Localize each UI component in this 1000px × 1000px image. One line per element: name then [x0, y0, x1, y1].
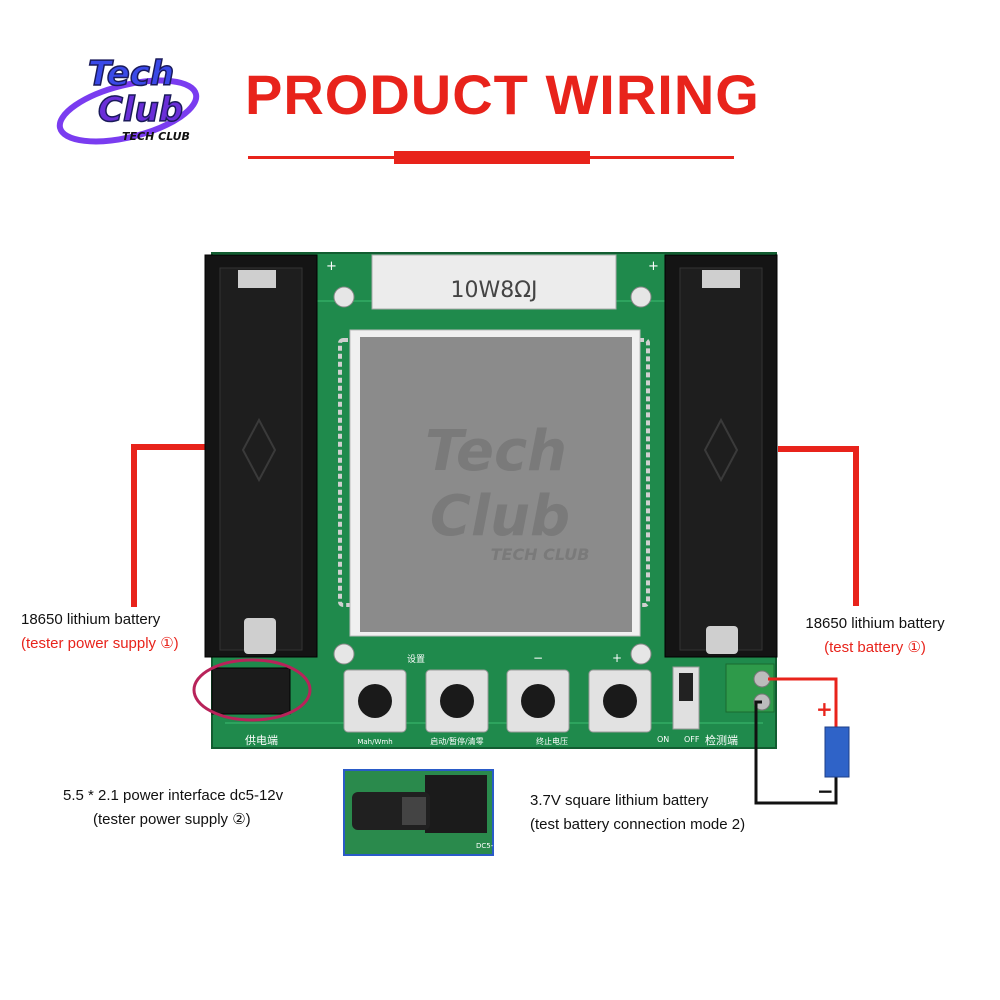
button-label-start: 启动/暂停/清零	[430, 736, 483, 746]
button-top-label-set: 设置	[407, 654, 425, 665]
power-port-label: 供电端	[245, 733, 278, 747]
square-battery-positive-wire	[768, 677, 838, 727]
left-battery-label: 18650 lithium battery (tester power supp…	[21, 608, 179, 656]
right-battery-label: 18650 lithium battery (test battery ①)	[780, 612, 970, 660]
button-label-mah: Mah/Wmh	[357, 738, 392, 746]
plus-mark-right: +	[648, 259, 659, 274]
mount-hole	[333, 286, 355, 308]
mount-hole	[630, 286, 652, 308]
left-battery-label-line2: (tester power supply ①)	[21, 635, 179, 652]
power-interface-label-line1: 5.5 * 2.1 power interface dc5-12v	[63, 787, 284, 804]
switch-off-label: OFF	[684, 735, 700, 744]
left-battery-label-line1: 18650 lithium battery	[21, 611, 161, 628]
switch-on-label: ON	[657, 735, 669, 744]
logo-sub: TECH CLUB	[122, 130, 190, 143]
power-interface-label-line2: (tester power supply ②)	[93, 811, 251, 828]
square-battery-label-line2: (test battery connection mode 2)	[530, 816, 746, 833]
lcd-watermark-2: Club	[430, 484, 570, 549]
logo-line2: Club	[98, 90, 183, 130]
square-battery	[824, 726, 850, 778]
plus-mark-left: +	[326, 259, 337, 274]
page-title: PRODUCT WIRING	[245, 63, 760, 126]
dc-jack-highlight	[192, 658, 312, 722]
dc-jack	[211, 667, 291, 715]
square-battery-label-line1: 3.7V square lithium battery	[530, 792, 709, 809]
lcd-watermark-1: Tech	[425, 419, 567, 484]
power-interface-label: 5.5 * 2.1 power interface dc5-12v (teste…	[63, 784, 283, 832]
detect-port-label: 检测端	[705, 733, 738, 747]
push-buttons	[343, 669, 652, 733]
resistor-label: 10W8ΩJ	[450, 278, 537, 303]
button-top-label-minus: −	[533, 651, 543, 665]
square-battery-label: 3.7V square lithium battery (test batter…	[530, 789, 745, 837]
mount-hole	[630, 643, 652, 665]
logo-line1: Tech	[88, 54, 174, 94]
power-resistor	[371, 254, 617, 310]
button-top-label-plus: +	[612, 651, 622, 665]
right-battery-wire	[778, 446, 859, 606]
brand-logo: Tech Club TECH CLUB	[56, 53, 200, 145]
lcd-watermark-3: TECH CLUB	[491, 545, 590, 564]
mount-hole	[333, 643, 355, 665]
title-underline-accent	[394, 151, 590, 164]
square-battery-negative-wire	[754, 700, 838, 805]
inset-dc-label: DC5-12V	[476, 842, 507, 850]
left-battery-wire	[131, 444, 212, 607]
polarity-plus: +	[816, 697, 833, 721]
right-battery-label-line1: 18650 lithium battery	[805, 615, 945, 632]
polarity-minus: −	[817, 779, 834, 803]
button-label-stop-voltage: 终止电压	[536, 736, 568, 746]
lcd-screen	[360, 337, 632, 632]
right-battery-label-line2: (test battery ①)	[824, 639, 926, 656]
